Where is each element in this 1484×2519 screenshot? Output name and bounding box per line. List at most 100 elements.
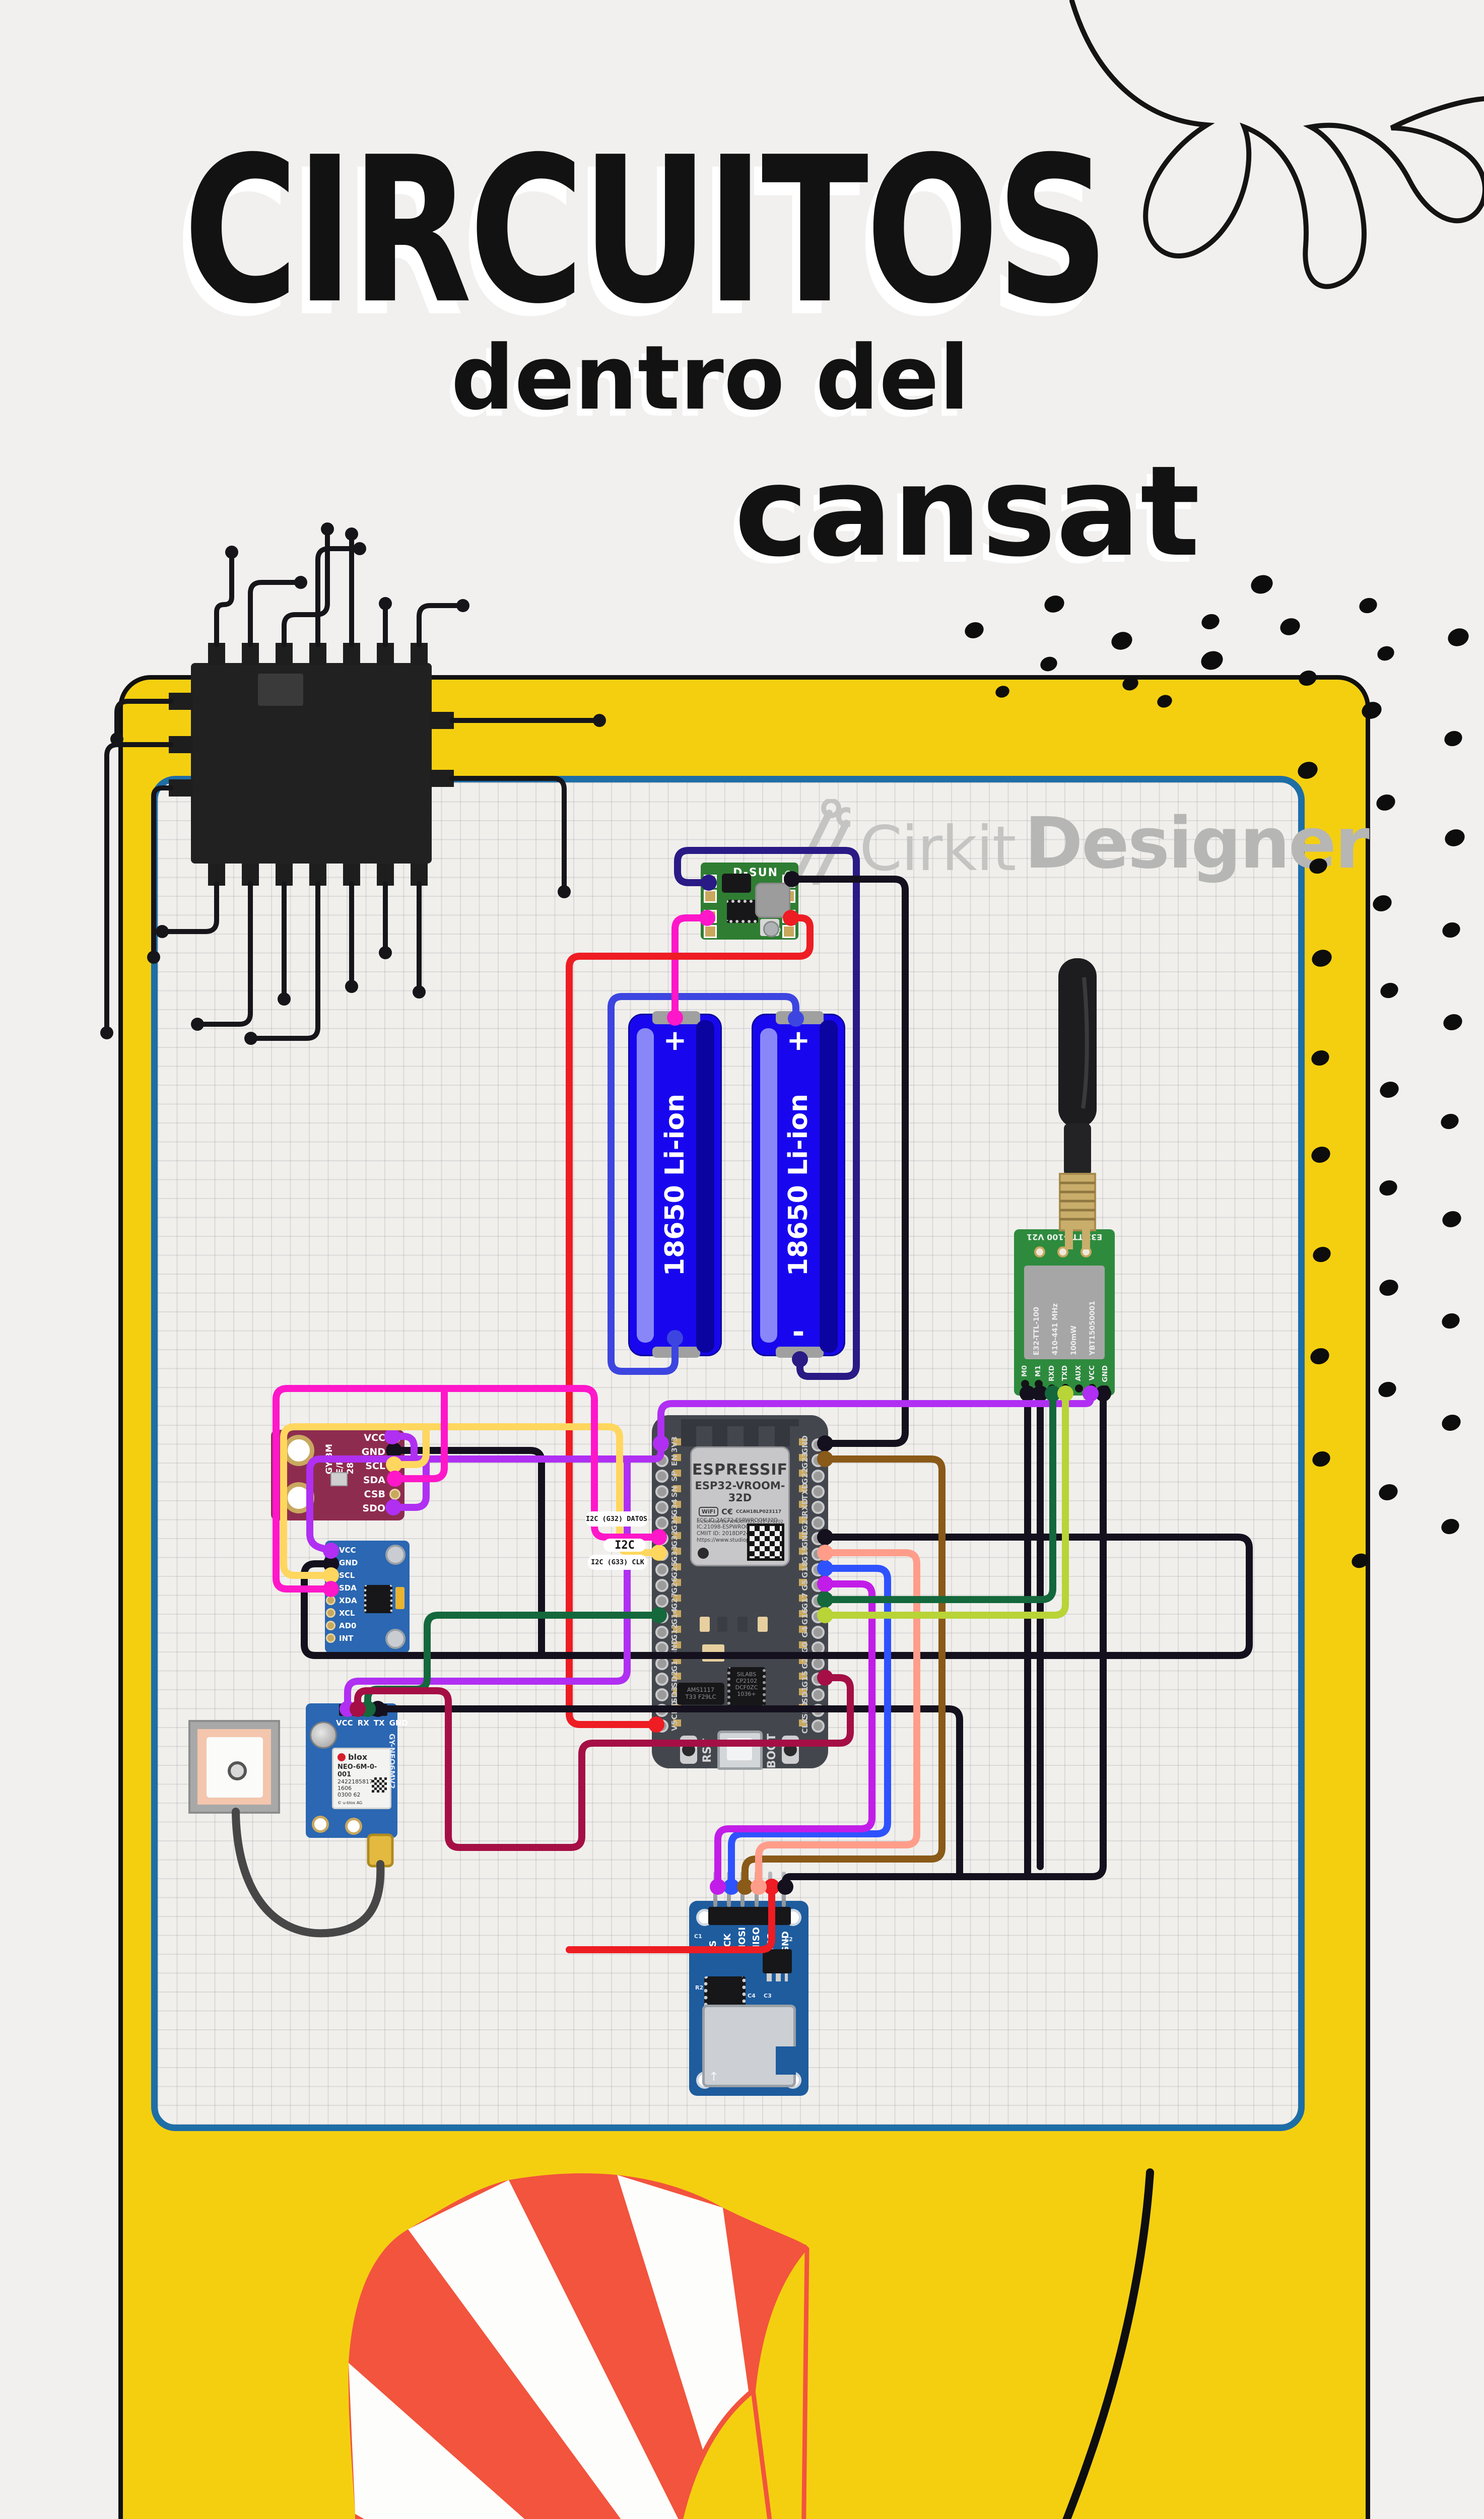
pin-hole xyxy=(812,1547,825,1561)
pin-pad xyxy=(389,1446,400,1457)
pin: G21 xyxy=(800,1514,825,1531)
micro-usb-port xyxy=(717,1731,763,1770)
pin: G27 xyxy=(655,1593,679,1609)
pin: GND xyxy=(326,1556,358,1569)
pin: SCL xyxy=(362,1459,400,1473)
pin-label: M1 xyxy=(1034,1365,1042,1377)
pin: CMD xyxy=(655,1700,679,1720)
pin: GND xyxy=(655,1638,679,1657)
rst-label: RST xyxy=(701,1739,714,1763)
smd-component xyxy=(758,1617,768,1632)
qr-code xyxy=(372,1777,387,1793)
pin: G34 xyxy=(655,1499,679,1515)
pin: G2 xyxy=(800,1655,825,1671)
pin-label: XDA xyxy=(339,1596,357,1605)
pin-hole xyxy=(655,1485,668,1498)
esp32-shield: ESPRESSIF ESP32-VROOM-32D WiFi C€ CCAH18… xyxy=(690,1446,790,1566)
e32-panel-text: YBT15050001 xyxy=(1088,1300,1097,1355)
pin: XDA xyxy=(326,1594,358,1607)
e32-top-label: E32-TTL-100 V21 xyxy=(1026,1232,1103,1242)
pin: SP xyxy=(655,1468,679,1484)
inductor xyxy=(722,874,751,893)
pin: G22 xyxy=(800,1467,825,1485)
buck-pad xyxy=(704,890,717,903)
pin-hole xyxy=(655,1547,668,1561)
button-cap xyxy=(784,1743,797,1756)
battery-plus: + xyxy=(663,1024,687,1057)
pin-label: RX xyxy=(357,1718,369,1728)
pin: XCL xyxy=(326,1607,358,1619)
battery-stripe xyxy=(820,1020,838,1353)
pin-pad xyxy=(326,1621,335,1630)
pin xyxy=(1074,1384,1083,1393)
pin: EN xyxy=(655,1452,679,1468)
pin: G17 xyxy=(800,1593,825,1609)
esp32-pcb-antenna xyxy=(681,1419,799,1446)
buck-pad xyxy=(704,875,717,888)
pin-hole xyxy=(812,1532,825,1545)
pin-label: GND xyxy=(389,1718,408,1728)
pin-hole xyxy=(655,1656,668,1670)
pin: SDA xyxy=(362,1473,400,1487)
pin-pad xyxy=(326,1570,335,1580)
bmp-side-text: 280 xyxy=(346,1456,356,1475)
pin-header xyxy=(339,1704,387,1716)
pin: CSB xyxy=(362,1487,400,1501)
battery-stripe xyxy=(637,1028,654,1343)
pin-label: G16 xyxy=(800,1608,810,1625)
pin-label: EN xyxy=(670,1454,679,1466)
pin-label: SDO xyxy=(362,1503,385,1514)
pin-pad xyxy=(389,1489,400,1500)
pin-hole xyxy=(655,1594,668,1608)
screw xyxy=(310,1721,337,1749)
sd-pins-metal xyxy=(708,1872,791,1907)
buck-pad xyxy=(704,910,717,923)
mounting-hole xyxy=(345,1818,362,1835)
pin: G33 xyxy=(655,1546,679,1562)
regulator-ic xyxy=(727,900,758,923)
pin-label: SCK xyxy=(722,1933,733,1954)
page-title: CIRCUITOS xyxy=(183,113,1109,348)
sd-card-slot xyxy=(702,2005,796,2087)
battery-label: 18650 Li-ion xyxy=(783,1093,814,1277)
ref-label: C1 xyxy=(694,1933,702,1940)
pin-hole xyxy=(655,1453,668,1467)
pin-label: G22 xyxy=(800,1467,810,1485)
pin-label: SD0 xyxy=(800,1701,810,1719)
battery-minus: - xyxy=(792,1314,805,1350)
pin: G32 xyxy=(655,1530,679,1547)
pin: SDA xyxy=(326,1581,358,1594)
pin-hole xyxy=(655,1516,668,1530)
pin-pad xyxy=(389,1461,400,1472)
pin-hole xyxy=(812,1703,825,1717)
pin-hole xyxy=(812,1719,825,1733)
pin: 3V3 xyxy=(655,1436,679,1453)
cirkit-logo-icon xyxy=(791,799,850,885)
pin-hole xyxy=(812,1656,825,1670)
page-subtitle-1: dentro del xyxy=(451,326,970,430)
pin: G13 xyxy=(655,1655,679,1672)
pin-pad xyxy=(326,1596,335,1605)
pin-pad xyxy=(326,1633,335,1643)
battery-stripe xyxy=(760,1028,777,1343)
pin xyxy=(740,1872,745,1907)
qr-code xyxy=(747,1523,784,1561)
buck-converter-dsun: D-SUN ⊖ ⊕ xyxy=(701,863,798,940)
e32-holes xyxy=(1034,1246,1092,1257)
pin-pad xyxy=(326,1558,335,1567)
pin-label: CLK xyxy=(800,1717,810,1734)
ublox-logo: blox xyxy=(338,1752,386,1762)
pin-hole xyxy=(812,1485,825,1498)
pin-pad xyxy=(389,1503,400,1514)
esp-brand: ESPRESSIF xyxy=(692,1461,788,1479)
pin-hole xyxy=(812,1516,825,1530)
pin: G25 xyxy=(655,1561,679,1578)
